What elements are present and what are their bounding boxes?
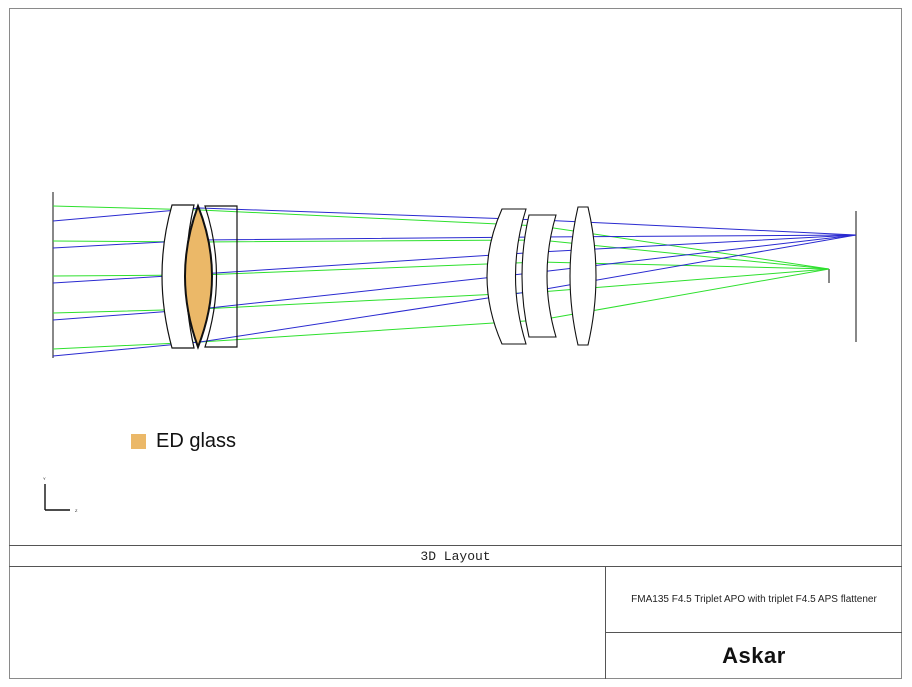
axis-indicator-icon: Y Z: [43, 476, 78, 513]
info-panel-left: [9, 567, 605, 679]
ray-green-4: [52, 268, 830, 314]
ray-green-2: [52, 239, 830, 270]
layout-frame: [9, 8, 902, 679]
ray-blue-1: [52, 207, 857, 236]
objective-lens-3: [204, 205, 238, 348]
view-title: 3D Layout: [9, 545, 902, 567]
flattener-lens-1: [486, 208, 527, 345]
axis-label-z: Z: [75, 508, 78, 513]
design-description: FMA135 F4.5 Triplet APO with triplet F4.…: [606, 567, 902, 633]
legend-label: ED glass: [156, 430, 237, 452]
ray-blue-3: [52, 234, 857, 284]
ed-glass-lens: [184, 203, 213, 350]
axis-label-y: Y: [43, 476, 46, 481]
legend: ED glass: [131, 430, 236, 453]
info-panel-right: FMA135 F4.5 Triplet APO with triplet F4.…: [605, 567, 902, 679]
ray-traces: [52, 205, 857, 357]
flattener-lens-2: [521, 214, 557, 338]
ray-blue-4: [52, 234, 857, 321]
ed-glass-swatch: [131, 434, 146, 449]
ray-green-3: [52, 261, 830, 277]
ray-blue-5: [52, 234, 857, 357]
ray-green-1: [52, 205, 830, 270]
ray-green-5: [52, 268, 830, 350]
flattener-lens-3: [569, 206, 597, 346]
brand-logo: Askar: [722, 643, 786, 668]
ray-blue-2: [52, 234, 857, 249]
